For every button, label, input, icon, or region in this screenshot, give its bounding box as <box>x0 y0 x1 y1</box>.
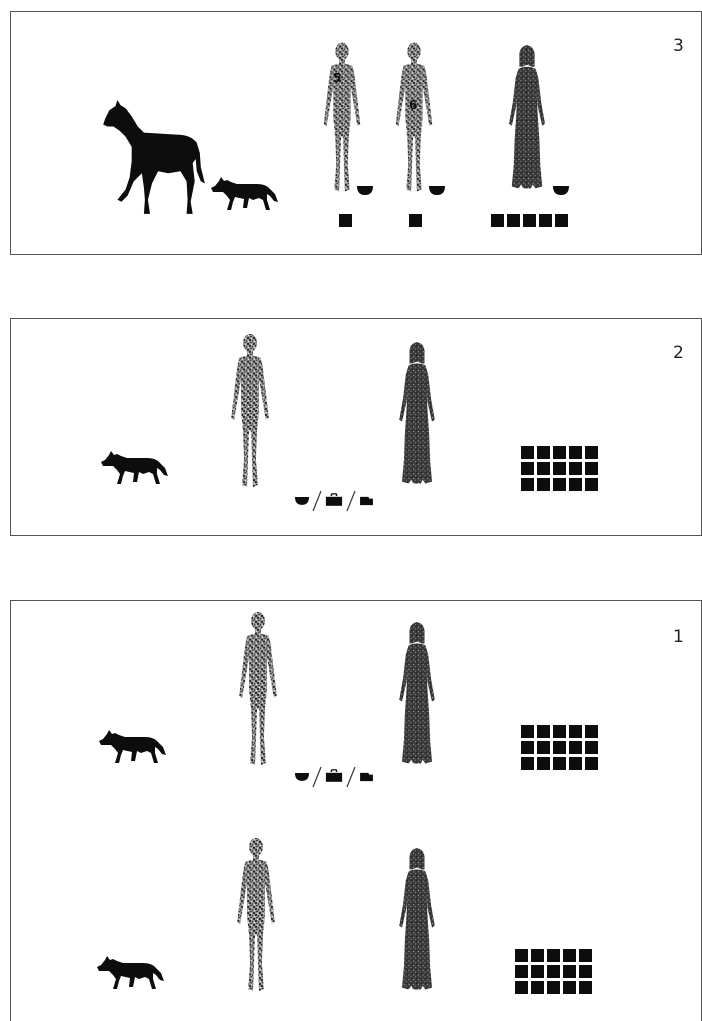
square-token-icon <box>579 965 592 978</box>
man-stipple-figure <box>233 611 283 769</box>
square-token-icon <box>531 981 544 994</box>
man-stipple-figure <box>231 837 281 995</box>
square-token-icon <box>521 757 534 770</box>
box-icon <box>360 773 373 781</box>
square-token-icon <box>521 446 534 459</box>
separator-slash <box>313 767 321 787</box>
square-token-icon <box>553 725 566 738</box>
square-token-icon <box>539 214 552 227</box>
square-token-icon <box>569 462 582 475</box>
dog-silhouette-icon <box>95 951 165 991</box>
man-stipple-figure <box>318 40 366 197</box>
figure-mark: 5 <box>333 71 341 85</box>
bag-icon <box>326 769 342 782</box>
square-token-icon <box>553 446 566 459</box>
square-token-icon <box>547 981 560 994</box>
bowl-icon <box>429 184 445 196</box>
dog-silhouette-icon <box>97 725 167 765</box>
square-token-icon <box>537 725 550 738</box>
panel-3: 3 5 6 <box>10 11 702 255</box>
square-token-icon <box>521 741 534 754</box>
square-token-icon <box>585 478 598 491</box>
square-token-icon <box>563 965 576 978</box>
square-token-icon <box>579 981 592 994</box>
man-stipple-figure <box>225 333 275 491</box>
bowl-icon <box>295 497 309 505</box>
square-token-icon <box>585 741 598 754</box>
square-token-icon <box>491 214 504 227</box>
woman-stipple-figure <box>391 341 443 491</box>
woman-stipple-figure <box>391 847 443 997</box>
bag-icon <box>326 493 342 506</box>
box-icon <box>360 497 373 505</box>
dog-silhouette-icon <box>99 446 169 486</box>
square-token-icon <box>553 478 566 491</box>
square-token-icon <box>569 446 582 459</box>
woman-stipple-figure <box>501 44 553 196</box>
panel-2: 2 <box>10 318 702 536</box>
square-token-icon <box>521 462 534 475</box>
square-token-icon <box>553 741 566 754</box>
square-token-icon <box>537 446 550 459</box>
goods-alternatives <box>293 489 385 513</box>
bowl-icon <box>295 773 309 781</box>
square-token-icon <box>563 981 576 994</box>
panel-number: 2 <box>673 343 684 363</box>
horse-silhouette-icon <box>95 96 207 218</box>
square-token-icon <box>555 214 568 227</box>
square-token-icon <box>531 965 544 978</box>
square-token-icon <box>553 757 566 770</box>
square-token-icon <box>569 741 582 754</box>
square-token-grid <box>515 949 595 995</box>
square-token-icon <box>523 214 536 227</box>
square-token-icon <box>553 462 566 475</box>
bowl-icon <box>553 184 569 196</box>
square-token-grid <box>521 446 601 492</box>
square-token-icon <box>339 214 352 227</box>
square-token-icon <box>531 949 544 962</box>
separator-slash <box>347 491 355 511</box>
square-token-icon <box>537 757 550 770</box>
square-token-icon <box>547 949 560 962</box>
square-token-icon <box>537 462 550 475</box>
square-token-icon <box>569 478 582 491</box>
square-token-icon <box>515 965 528 978</box>
goods-alternatives <box>293 765 385 789</box>
square-token-icon <box>585 462 598 475</box>
figure-mark: 6 <box>409 98 417 112</box>
woman-stipple-figure <box>391 621 443 771</box>
dog-silhouette-icon <box>209 172 279 212</box>
square-token-icon <box>569 725 582 738</box>
panel-number: 1 <box>673 627 684 647</box>
square-token-icon <box>579 949 592 962</box>
square-token-icon <box>585 725 598 738</box>
square-token-grid <box>521 725 601 771</box>
square-token-icon <box>521 725 534 738</box>
square-token-icon <box>537 741 550 754</box>
square-token-icon <box>507 214 520 227</box>
square-token-icon <box>515 981 528 994</box>
man-stipple-figure <box>390 40 438 197</box>
panel-number: 3 <box>673 36 684 56</box>
separator-slash <box>347 767 355 787</box>
square-token-icon <box>563 949 576 962</box>
square-token-icon <box>585 757 598 770</box>
square-token-icon <box>515 949 528 962</box>
panel-1: 1 <box>10 600 702 1021</box>
square-token-icon <box>409 214 422 227</box>
separator-slash <box>313 491 321 511</box>
square-token-icon <box>521 478 534 491</box>
square-token-icon <box>547 965 560 978</box>
square-token-row <box>491 214 569 227</box>
bowl-icon <box>357 184 373 196</box>
square-token-icon <box>537 478 550 491</box>
square-token-icon <box>585 446 598 459</box>
square-token-icon <box>569 757 582 770</box>
